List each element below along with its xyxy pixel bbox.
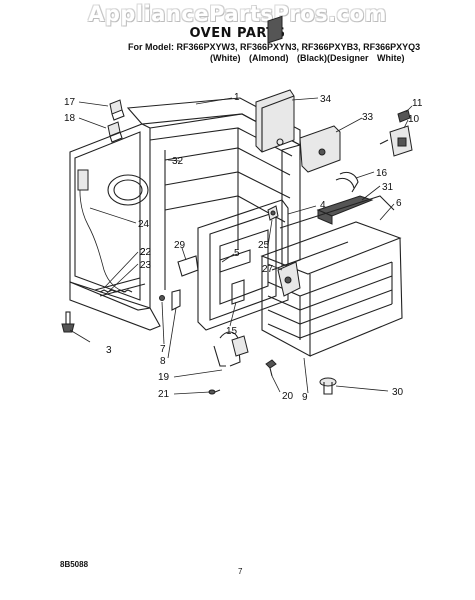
watermark: AppliancePartsPros.com bbox=[88, 2, 387, 26]
sensor-lead bbox=[94, 277, 141, 291]
diagram-code: 8B5088 bbox=[60, 560, 89, 569]
leader-lines bbox=[69, 97, 413, 395]
connector-block bbox=[77, 169, 89, 191]
element-lead bbox=[99, 283, 146, 297]
callout-24: 24 bbox=[138, 219, 150, 230]
callout-labels: 1 2 3 4 5 6 7 8 9 10 11 15 16 17 18 19 2… bbox=[64, 92, 423, 403]
support-27 bbox=[277, 261, 301, 297]
sensor-31 bbox=[316, 195, 374, 225]
callout-31: 31 bbox=[382, 182, 394, 193]
callout-4: 4 bbox=[320, 200, 326, 211]
callout-3: 3 bbox=[106, 345, 112, 356]
callout-16: 16 bbox=[376, 168, 388, 179]
callout-19: 19 bbox=[158, 372, 170, 383]
callout-11: 11 bbox=[412, 98, 423, 109]
bracket-8 bbox=[171, 289, 181, 311]
colors-line: (White) (Almond) (Black)(Designer White) bbox=[210, 53, 405, 63]
callout-27: 27 bbox=[262, 264, 274, 275]
thermostat-11 bbox=[397, 109, 411, 123]
leveling-leg bbox=[61, 311, 75, 333]
callout-6: 6 bbox=[396, 198, 402, 209]
models-line: For Model: RF366PXYW3, RF366PXYN3, RF366… bbox=[128, 42, 421, 52]
screw-7 bbox=[159, 295, 165, 301]
callout-15: 15 bbox=[226, 326, 238, 337]
callout-7: 7 bbox=[160, 344, 166, 355]
callout-20: 20 bbox=[282, 391, 294, 402]
callout-17: 17 bbox=[64, 97, 76, 108]
callout-22: 22 bbox=[140, 247, 152, 258]
callout-21: 21 bbox=[158, 389, 170, 400]
oven-rack-9 bbox=[260, 195, 403, 357]
clip-25 bbox=[267, 205, 279, 221]
tube-16 bbox=[339, 171, 359, 193]
callout-1: 1 bbox=[234, 92, 240, 103]
callout-32: 32 bbox=[172, 156, 184, 167]
clip-17 bbox=[109, 99, 125, 121]
bracket-29 bbox=[177, 255, 199, 277]
page-number: 7 bbox=[238, 567, 243, 576]
wire-harness bbox=[79, 175, 127, 293]
callout-18: 18 bbox=[64, 113, 76, 124]
page-title: OVEN PARTS bbox=[189, 26, 286, 41]
tube-15 bbox=[231, 279, 245, 305]
bracket-34 bbox=[255, 15, 295, 153]
callout-23: 23 bbox=[140, 260, 152, 271]
knob-30 bbox=[319, 377, 337, 395]
thermostat-10 bbox=[379, 125, 413, 157]
screw-20 bbox=[265, 359, 277, 377]
callout-5: 5 bbox=[234, 248, 240, 259]
callout-30: 30 bbox=[392, 387, 404, 398]
front-frame-4 bbox=[197, 199, 289, 331]
callout-2: 2 bbox=[140, 247, 146, 258]
callout-25: 25 bbox=[258, 240, 270, 251]
callout-33: 33 bbox=[362, 112, 374, 123]
callout-8: 8 bbox=[160, 356, 166, 367]
bracket-5 bbox=[219, 249, 251, 273]
callout-9: 9 bbox=[302, 392, 308, 403]
igniter-19 bbox=[213, 331, 249, 367]
callout-29: 29 bbox=[174, 240, 186, 251]
callout-10: 10 bbox=[408, 114, 420, 125]
clip-18 bbox=[107, 121, 123, 143]
screw-21 bbox=[208, 389, 221, 395]
bracket-33 bbox=[299, 125, 341, 173]
callout-34: 34 bbox=[320, 94, 332, 105]
